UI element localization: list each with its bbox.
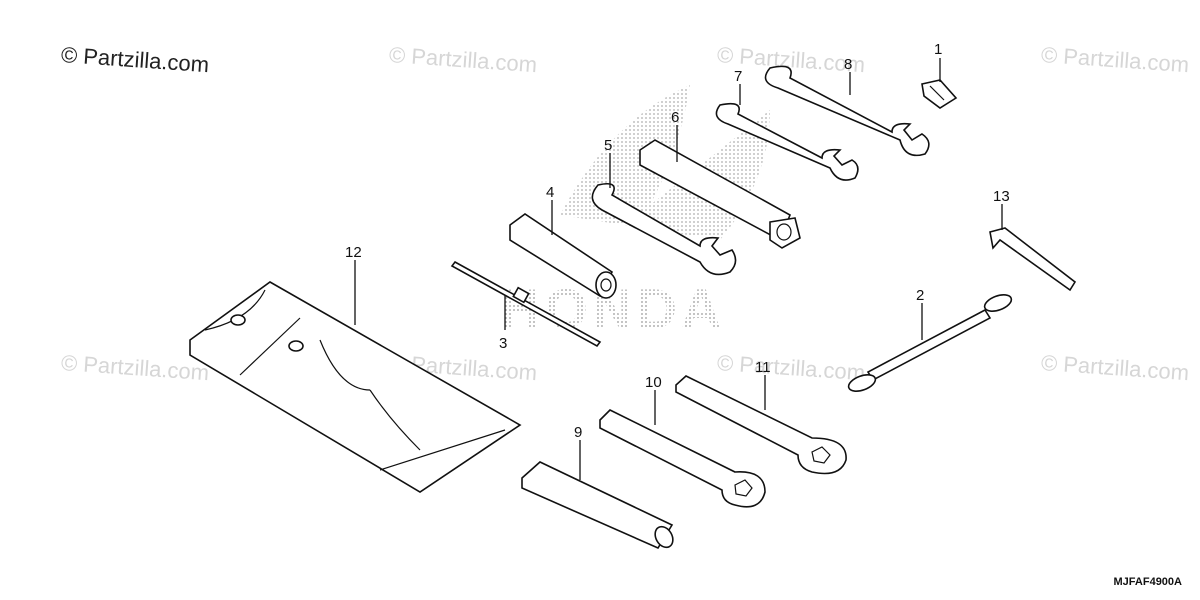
leader-lines xyxy=(354,58,1003,480)
spark-plug-wrench xyxy=(639,139,801,249)
callout-10: 10 xyxy=(645,374,662,391)
callout-6: 6 xyxy=(671,109,679,126)
fuse-clip xyxy=(921,79,958,109)
diagram-reference-code: MJFAF4900A xyxy=(1113,576,1182,588)
handle-9 xyxy=(521,461,674,550)
helmet-cable xyxy=(847,294,1013,392)
tool-bag xyxy=(189,281,522,493)
box-wrench-11 xyxy=(675,375,847,475)
open-end-wrench-7 xyxy=(715,102,859,181)
callout-7: 7 xyxy=(734,68,742,85)
callout-8: 8 xyxy=(844,56,852,73)
open-end-wrench-8 xyxy=(764,65,930,157)
screwdriver-handle xyxy=(509,213,617,299)
callout-13: 13 xyxy=(993,188,1010,205)
callout-1: 1 xyxy=(934,41,942,58)
callout-5: 5 xyxy=(604,137,612,154)
box-wrench-10 xyxy=(599,409,766,508)
open-end-wrench-5 xyxy=(591,182,737,276)
callout-11: 11 xyxy=(755,359,771,376)
callout-3: 3 xyxy=(499,335,507,352)
hex-key xyxy=(989,227,1077,292)
screwdriver xyxy=(450,260,602,348)
callout-2: 2 xyxy=(916,287,924,304)
callout-4: 4 xyxy=(546,184,554,201)
callout-12: 12 xyxy=(345,244,362,261)
callout-9: 9 xyxy=(574,424,582,441)
